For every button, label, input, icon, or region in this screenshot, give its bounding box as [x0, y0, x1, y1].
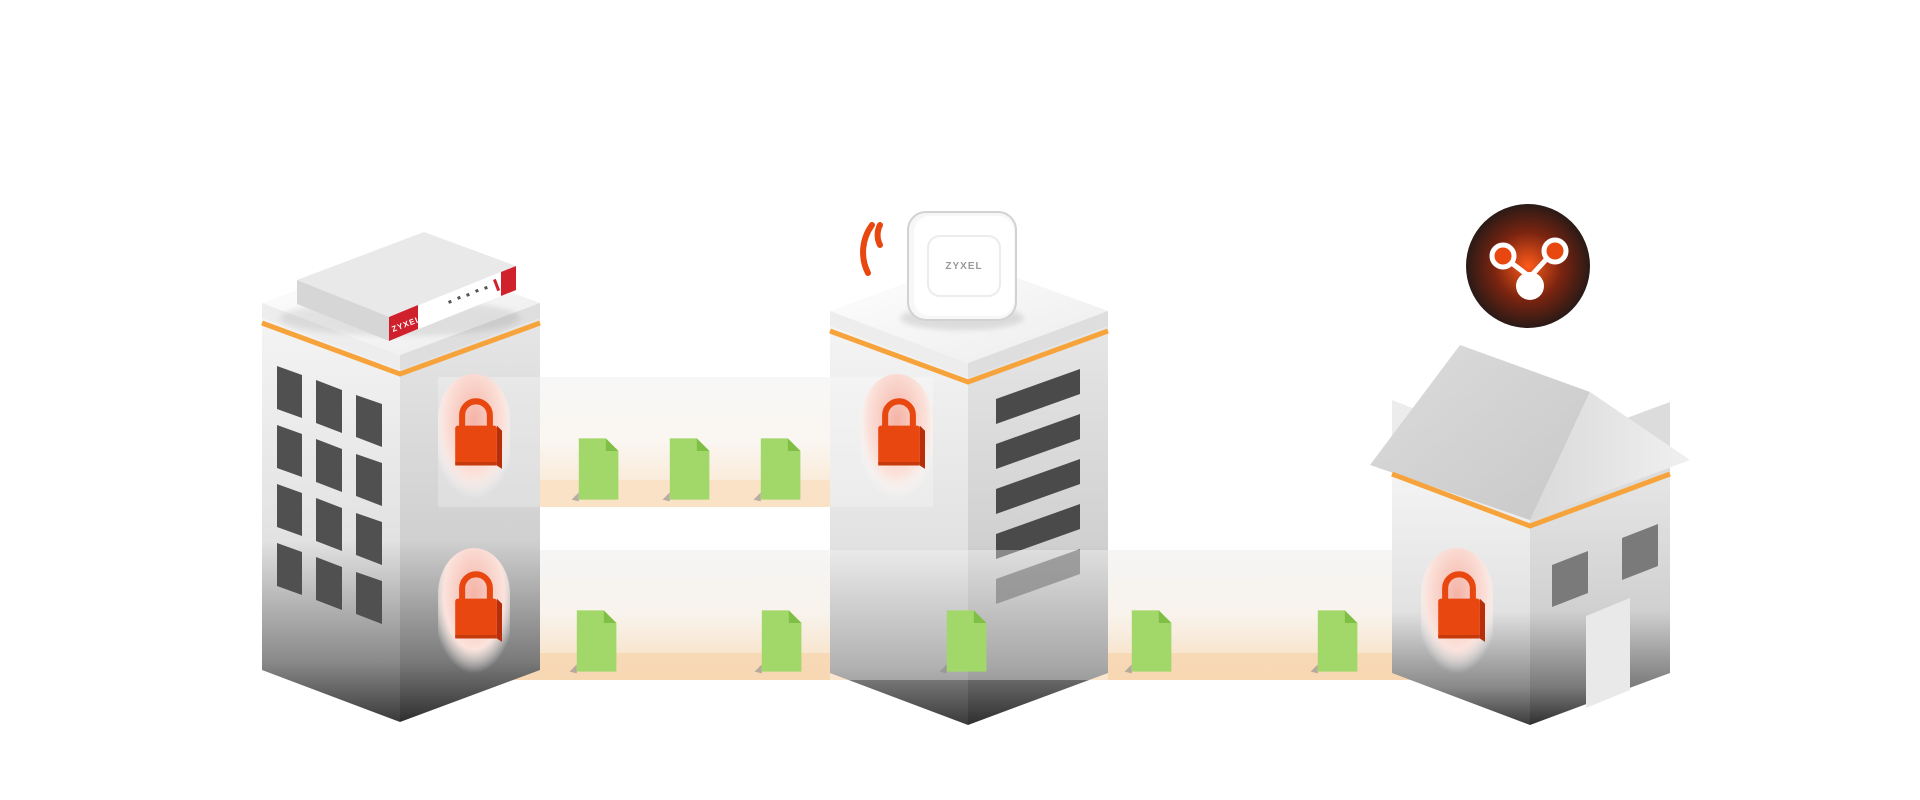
hq-windows	[277, 366, 382, 624]
tunnel1-documents	[571, 438, 801, 502]
access-point-brand-label: ZYXEL	[945, 261, 982, 272]
wifi-signal-icon	[860, 222, 883, 276]
lock-branch-tunnel1	[861, 374, 933, 506]
hq-building	[261, 252, 541, 722]
wifi-access-point-icon: ZYXEL	[860, 211, 1024, 330]
lock-hq-tunnel2	[438, 548, 510, 680]
firewall-appliance-icon: ZYXEL	[280, 232, 520, 341]
network-nodes-icon	[1466, 204, 1590, 328]
lock-home-tunnel2	[1421, 548, 1493, 680]
home-house	[1370, 345, 1690, 725]
house-door	[1586, 598, 1630, 708]
lock-hq-tunnel1-portal	[438, 374, 510, 506]
house-windows	[1552, 524, 1658, 607]
branch-window-strips	[996, 369, 1080, 604]
